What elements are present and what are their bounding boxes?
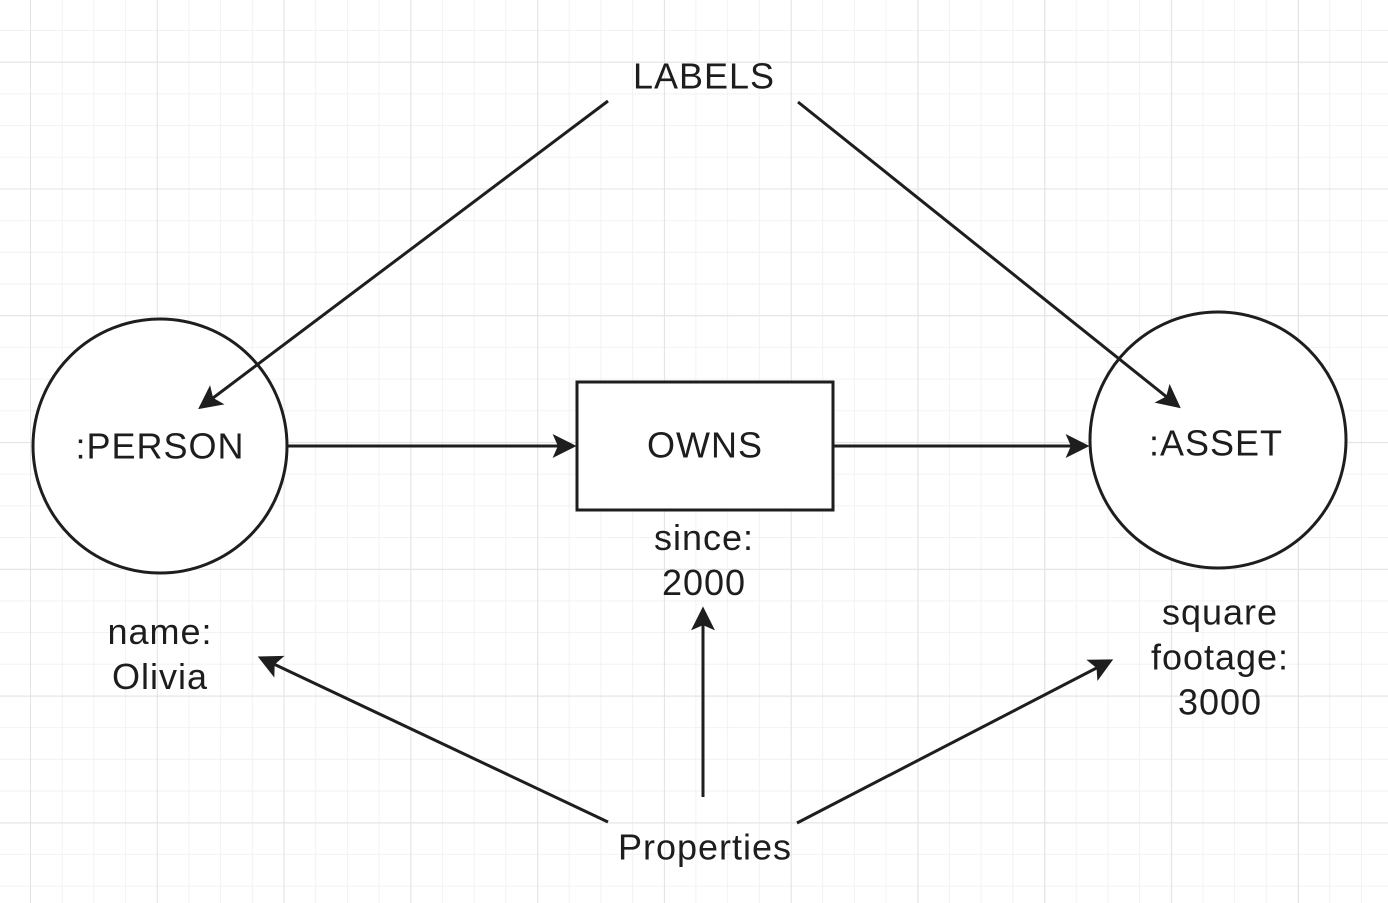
person-node-circle <box>31 317 289 575</box>
owns-properties: since: 2000 <box>654 515 754 605</box>
arrow-labels-to-person <box>198 99 609 410</box>
asset-properties: square footage: 3000 <box>1151 590 1289 725</box>
owns-relationship-box <box>575 380 835 512</box>
arrow-labels-to-asset <box>797 100 1181 409</box>
asset-property-line: 3000 <box>1177 681 1263 723</box>
person-properties: name: Olivia <box>107 609 212 699</box>
person-property-line: Olivia <box>111 656 209 697</box>
owns-property-line: 2000 <box>661 562 747 603</box>
arrow-properties-to-footage <box>796 659 1114 825</box>
asset-node-label: :ASSET <box>1148 422 1284 464</box>
owns-property-line: since: <box>653 517 755 558</box>
asset-property-line: square <box>1161 591 1279 633</box>
labels-annotation: LABELS <box>632 55 776 97</box>
owns-relationship-label: OWNS <box>647 424 763 466</box>
asset-node-circle <box>1088 310 1348 570</box>
person-property-line: name: <box>107 611 213 652</box>
arrow-properties-to-name <box>257 655 609 824</box>
properties-annotation: Properties <box>617 826 793 868</box>
person-node-label: :PERSON <box>75 425 245 467</box>
asset-property-line: footage: <box>1150 636 1290 678</box>
